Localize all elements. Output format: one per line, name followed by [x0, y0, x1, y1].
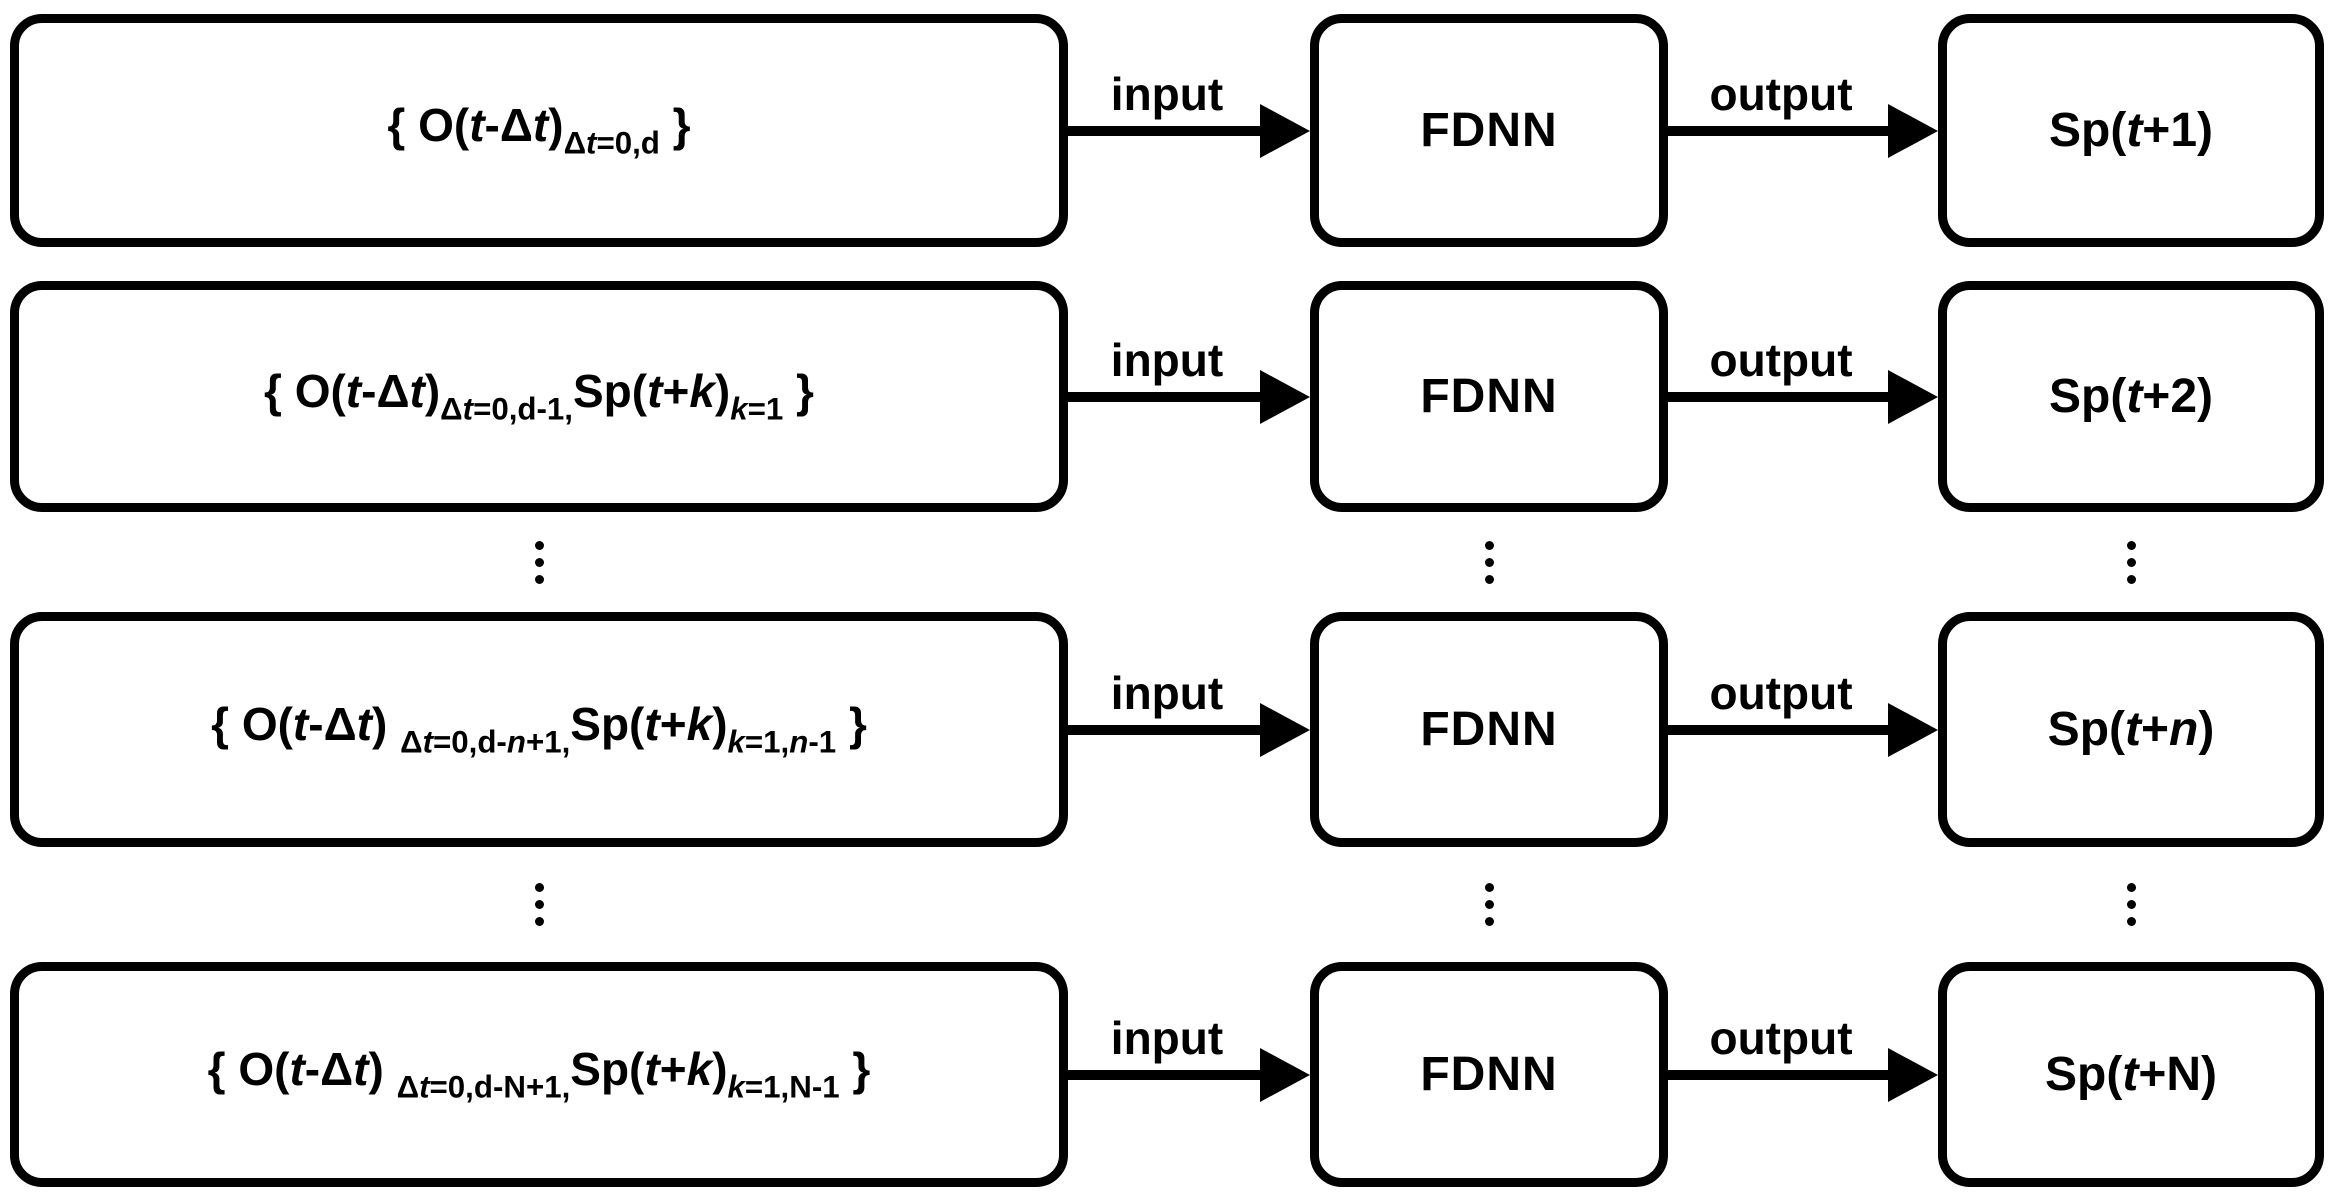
fdnn-box: FDNN	[1310, 281, 1668, 512]
fdnn-box: FDNN	[1310, 14, 1668, 247]
output-connector: output	[1668, 281, 1938, 512]
input-set-formula: { O(t-Δt) Δt=0,d-n+1,Sp(t+k)k=1,n-1 }	[211, 698, 867, 760]
right-arrowhead-icon	[1888, 369, 1938, 424]
prediction-formula: Sp(t+1)	[2048, 103, 2214, 157]
prediction-box: Sp(t+2)	[1938, 281, 2324, 512]
right-arrowhead-icon	[1888, 103, 1938, 158]
prediction-formula: Sp(t+n)	[2047, 702, 2215, 756]
prediction-formula: Sp(t+2)	[2048, 369, 2214, 423]
ellipsis-spacer	[1068, 847, 1310, 962]
prediction-box: Sp(t+n)	[1938, 612, 2324, 847]
output-connector: output	[1668, 14, 1938, 247]
ellipsis-cell-sp	[1938, 512, 2324, 612]
vertical-ellipsis-icon	[1484, 883, 1494, 926]
ellipsis-cell-input	[10, 512, 1068, 612]
ellipsis-cell-input	[10, 847, 1068, 962]
output-arrow-line	[1668, 1069, 1898, 1080]
prediction-box: Sp(t+N)	[1938, 962, 2324, 1187]
ellipsis-spacer	[1668, 512, 1938, 612]
input-set-box: { O(t-Δt)Δt=0,d-1,Sp(t+k)k=1 }	[10, 281, 1068, 512]
ellipsis-spacer	[1668, 847, 1938, 962]
input-set-formula: { O(t-Δt) Δt=0,d-N+1,Sp(t+k)k=1,N-1 }	[207, 1043, 871, 1105]
ellipsis-row	[0, 512, 2342, 612]
right-arrowhead-icon	[1260, 1047, 1310, 1102]
output-arrow-label: output	[1709, 333, 1853, 386]
input-set-box: { O(t-Δt) Δt=0,d-N+1,Sp(t+k)k=1,N-1 }	[10, 962, 1068, 1187]
input-connector: input	[1068, 612, 1310, 847]
input-arrow-line	[1068, 724, 1270, 735]
right-arrowhead-icon	[1888, 1047, 1938, 1102]
input-set-box: { O(t-Δt)Δt=0,d }	[10, 14, 1068, 247]
ellipsis-row	[0, 847, 2342, 962]
right-arrowhead-icon	[1260, 702, 1310, 757]
vertical-ellipsis-icon	[534, 883, 544, 926]
output-connector: output	[1668, 962, 1938, 1187]
fdnn-box: FDNN	[1310, 962, 1668, 1187]
ellipsis-cell-fdnn	[1310, 847, 1668, 962]
input-arrow-label: input	[1110, 666, 1224, 719]
fdnn-box: FDNN	[1310, 612, 1668, 847]
input-set-box: { O(t-Δt) Δt=0,d-n+1,Sp(t+k)k=1,n-1 }	[10, 612, 1068, 847]
input-connector: input	[1068, 281, 1310, 512]
input-arrow-label: input	[1110, 333, 1224, 386]
input-arrow-line	[1068, 1069, 1270, 1080]
right-arrowhead-icon	[1260, 103, 1310, 158]
output-arrow-label: output	[1709, 666, 1853, 719]
ellipsis-cell-fdnn	[1310, 512, 1668, 612]
input-connector: input	[1068, 962, 1310, 1187]
vertical-ellipsis-icon	[2126, 883, 2136, 926]
input-arrow-line	[1068, 391, 1270, 402]
pipeline-row: { O(t-Δt)Δt=0,d } input FDNN output Sp(t…	[0, 14, 2342, 247]
input-set-formula: { O(t-Δt)Δt=0,d }	[387, 99, 691, 161]
right-arrowhead-icon	[1888, 702, 1938, 757]
pipeline-row: { O(t-Δt) Δt=0,d-n+1,Sp(t+k)k=1,n-1 } in…	[0, 612, 2342, 847]
prediction-box: Sp(t+1)	[1938, 14, 2324, 247]
output-arrow-line	[1668, 125, 1898, 136]
vertical-ellipsis-icon	[534, 540, 544, 584]
output-arrow-line	[1668, 391, 1898, 402]
fdnn-label: FDNN	[1420, 1047, 1558, 1101]
fdnn-label: FDNN	[1420, 103, 1558, 157]
fdnn-label: FDNN	[1420, 702, 1558, 756]
output-arrow-label: output	[1709, 1011, 1853, 1064]
pipeline-row: { O(t-Δt)Δt=0,d-1,Sp(t+k)k=1 } input FDN…	[0, 281, 2342, 512]
input-arrow-label: input	[1110, 1011, 1224, 1064]
output-connector: output	[1668, 612, 1938, 847]
pipeline-row: { O(t-Δt) Δt=0,d-N+1,Sp(t+k)k=1,N-1 } in…	[0, 962, 2342, 1187]
input-arrow-line	[1068, 125, 1270, 136]
input-set-formula: { O(t-Δt)Δt=0,d-1,Sp(t+k)k=1 }	[264, 365, 814, 427]
output-arrow-line	[1668, 724, 1898, 735]
input-arrow-label: input	[1110, 67, 1224, 120]
ellipsis-cell-sp	[1938, 847, 2324, 962]
vertical-ellipsis-icon	[1484, 540, 1494, 584]
right-arrowhead-icon	[1260, 369, 1310, 424]
fdnn-label: FDNN	[1420, 369, 1558, 423]
vertical-ellipsis-icon	[2126, 540, 2136, 584]
input-connector: input	[1068, 14, 1310, 247]
ellipsis-spacer	[1068, 512, 1310, 612]
prediction-formula: Sp(t+N)	[2045, 1047, 2217, 1101]
output-arrow-label: output	[1709, 67, 1853, 120]
